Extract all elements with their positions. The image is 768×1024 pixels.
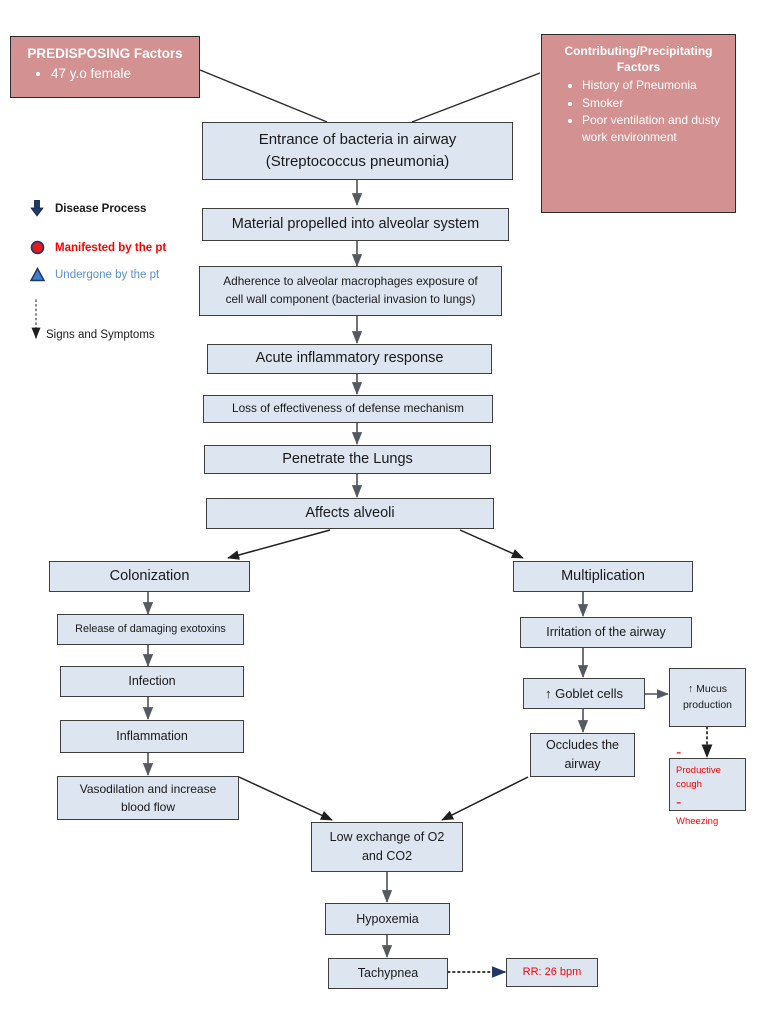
contributing-title-line2: Factors (616, 60, 661, 75)
list-item: 47 y.o female (51, 65, 189, 84)
node-label: Irritation of the airway (546, 625, 666, 640)
node-line-2: production (682, 698, 733, 711)
node-material-propelled: Material propelled into alveolar system (202, 208, 509, 241)
node-line-2: airway (564, 757, 601, 771)
symptoms-list: - Productive cough - Wheezing (670, 736, 745, 834)
node-hypoxemia: Hypoxemia (325, 903, 450, 935)
node-label: Penetrate the Lungs (282, 450, 413, 467)
symptom-dash: - (676, 743, 682, 761)
predisposing-list: 47 y.o female (21, 65, 189, 84)
node-label: Hypoxemia (356, 911, 419, 926)
node-label: ↑ Goblet cells (544, 685, 624, 701)
node-release-exotoxins: Release of damaging exotoxins (57, 614, 244, 645)
node-acute-inflammatory-response: Acute inflammatory response (207, 344, 492, 374)
node-loss-of-effectiveness: Loss of effectiveness of defense mechani… (203, 395, 493, 423)
rr-label: RR: 26 bpm (522, 966, 582, 979)
node-vasodilation: Vasodilation and increase blood flow (57, 776, 239, 820)
legend-label: Signs and Symptoms (46, 329, 155, 341)
node-penetrate-the-lungs: Penetrate the Lungs (204, 445, 491, 474)
list-item: History of Pneumonia (582, 77, 725, 94)
predisposing-factors-box: PREDISPOSING Factors 47 y.o female (10, 36, 200, 98)
node-low-exchange: Low exchange of O2 and CO2 (311, 822, 463, 872)
legend-label: Undergone by the pt (55, 268, 160, 281)
legend-label: Disease Process (55, 202, 147, 215)
contributing-title-line1: Contributing/Precipitating (564, 44, 713, 58)
blue-triangle-icon (28, 267, 46, 282)
node-line-2: and CO2 (361, 849, 413, 863)
node-rr-value: RR: 26 bpm (506, 958, 598, 987)
symptom-item: - Productive cough (676, 741, 741, 792)
node-label: Release of damaging exotoxins (75, 623, 226, 636)
node-label: Multiplication (561, 567, 645, 584)
node-irritation-airway: Irritation of the airway (520, 617, 692, 648)
node-label: Loss of effectiveness of defense mechani… (232, 401, 464, 416)
node-line-1: Vasodilation and increase (79, 782, 217, 796)
node-line-1: ↑ Mucus (687, 682, 728, 695)
node-infection: Infection (60, 666, 244, 697)
node-adherence-macrophages: Adherence to alveolar macrophages exposu… (199, 266, 502, 316)
node-entrance-of-bacteria: Entrance of bacteria in airway (Streptoc… (202, 122, 513, 180)
down-arrow-icon (28, 200, 46, 217)
node-label: Material propelled into alveolar system (231, 215, 480, 232)
node-line-2: (Streptococcus pneumonia) (265, 153, 450, 170)
list-item: Poor ventilation and dusty work environm… (582, 112, 725, 145)
node-label: Inflammation (116, 729, 188, 744)
symptom-label: Wheezing (676, 815, 719, 827)
node-label: Affects alveoli (305, 504, 395, 521)
legend-item-undergone: Undergone by the pt (28, 267, 159, 282)
node-goblet-cells: ↑ Goblet cells (523, 678, 645, 709)
node-label: Infection (128, 674, 176, 689)
symptom-label: Productive cough (676, 764, 721, 790)
red-circle-icon (28, 240, 46, 255)
legend-item-disease-process: Disease Process (28, 200, 146, 217)
node-multiplication: Multiplication (513, 561, 693, 592)
legend-item-manifested: Manifested by the pt (28, 240, 166, 255)
node-line-1: Adherence to alveolar macrophages exposu… (223, 274, 478, 289)
node-line-1: Occludes the (546, 738, 619, 753)
contributing-list: History of Pneumonia Smoker Poor ventila… (552, 77, 725, 145)
legend-label: Manifested by the pt (55, 241, 167, 254)
node-colonization: Colonization (49, 561, 250, 592)
node-symptoms-box: - Productive cough - Wheezing (669, 744, 746, 827)
node-label: Colonization (109, 567, 190, 584)
list-item: Smoker (582, 95, 725, 112)
symptom-dash: - (676, 794, 682, 812)
node-mucus-production: ↑ Mucus production (669, 668, 746, 727)
node-line-2: cell wall component (bacterial invasion … (225, 292, 476, 306)
contributing-factors-box: Contributing/Precipitating Factors Histo… (541, 34, 736, 213)
node-line-2: blood flow (120, 800, 176, 814)
symptom-item: - Wheezing (676, 791, 741, 828)
node-occludes-airway: Occludes the airway (530, 733, 635, 777)
node-label: Acute inflammatory response (255, 350, 444, 367)
node-line-1: Entrance of bacteria in airway (258, 130, 457, 148)
legend-item-signs-symptoms: Signs and Symptoms (46, 329, 155, 341)
predisposing-title: PREDISPOSING Factors (27, 46, 183, 61)
node-line-1: Low exchange of O2 (329, 830, 445, 845)
node-label: Tachypnea (357, 966, 419, 981)
node-affects-alveoli: Affects alveoli (206, 498, 494, 529)
node-inflammation: Inflammation (60, 720, 244, 753)
node-tachypnea: Tachypnea (328, 958, 448, 989)
